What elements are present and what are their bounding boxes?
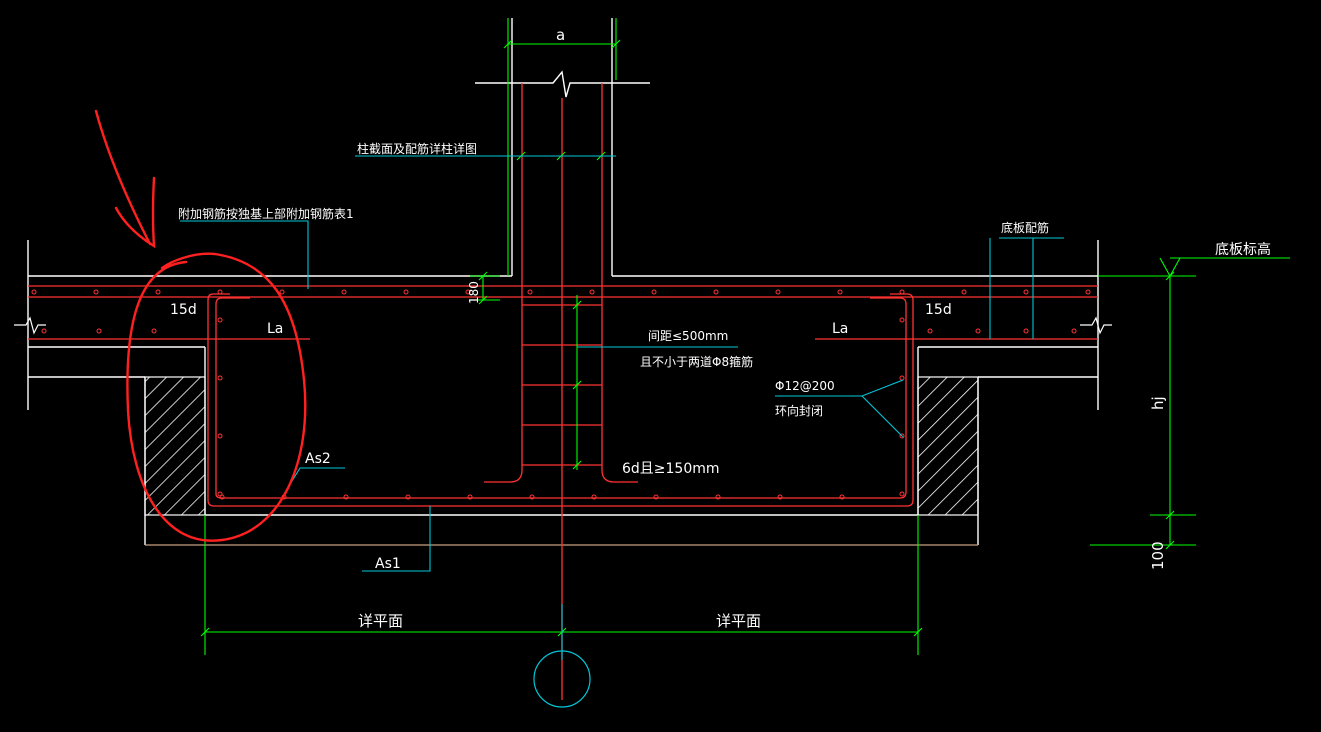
dim-6d-label: 6d且≥150mm bbox=[622, 461, 720, 477]
dim-180-label: 180 bbox=[467, 281, 481, 304]
rebar-dot bbox=[591, 494, 597, 500]
rebar-dot bbox=[343, 494, 349, 500]
slab-elevation-label: 底板标高 bbox=[1215, 241, 1271, 258]
rebar-dot bbox=[1023, 289, 1029, 295]
see-plan-right: 详平面 bbox=[716, 612, 761, 630]
extra-rebar-note: 附加钢筋按独基上部附加钢筋表1 bbox=[178, 206, 354, 221]
rebar-dot bbox=[837, 289, 843, 295]
rebar-dot bbox=[1071, 328, 1077, 334]
rebar-dot bbox=[899, 433, 905, 439]
rebar-dot bbox=[715, 494, 721, 500]
rebar-dot bbox=[96, 328, 102, 334]
stirrup-spacing-line2: 且不小于两道Φ8箍筋 bbox=[640, 354, 753, 369]
rebar-dot bbox=[217, 317, 223, 323]
rebar-dot bbox=[975, 328, 981, 334]
as1-label: As1 bbox=[375, 556, 401, 572]
rebar-dot bbox=[899, 289, 905, 295]
annotation-arrow-line bbox=[94, 109, 152, 246]
rebar-dot bbox=[467, 494, 473, 500]
la-left-label: La bbox=[267, 321, 283, 337]
rebar-dot bbox=[653, 494, 659, 500]
rebar-dot bbox=[279, 289, 285, 295]
rebar-dot bbox=[403, 289, 409, 295]
rebar-dot bbox=[341, 289, 347, 295]
rebar-dot bbox=[839, 494, 845, 500]
rebar-dot bbox=[899, 317, 905, 323]
rebar-dots bbox=[31, 289, 1091, 500]
annotation-arrow-head bbox=[114, 176, 156, 249]
rebar-dot bbox=[93, 289, 99, 295]
rebar-dot bbox=[219, 494, 225, 500]
la-right-label: La bbox=[832, 321, 848, 337]
column-note: 柱截面及配筋详柱详图 bbox=[357, 141, 477, 156]
as2-label: As2 bbox=[305, 451, 331, 467]
annotation-ellipse bbox=[126, 252, 307, 542]
rebar-dot bbox=[465, 289, 471, 295]
axis-bubble bbox=[533, 650, 591, 708]
break-symbols bbox=[14, 316, 1112, 335]
dimension-lines bbox=[204, 18, 1290, 655]
see-plan-left: 详平面 bbox=[358, 612, 403, 630]
rebar-dot bbox=[899, 491, 905, 497]
rebar-lines bbox=[28, 83, 1098, 700]
rebar-dot bbox=[927, 328, 933, 334]
dim-100-label: 100 bbox=[1149, 541, 1167, 570]
rebar-dot bbox=[589, 289, 595, 295]
rebar-dot bbox=[217, 433, 223, 439]
hatch-right bbox=[917, 376, 979, 516]
anchor-15d-right: 15d bbox=[925, 302, 952, 318]
rebar-dot bbox=[1085, 289, 1091, 295]
rebar-dot bbox=[529, 494, 535, 500]
slab-rebar-label: 底板配筋 bbox=[1001, 220, 1049, 235]
rebar-dot bbox=[1023, 328, 1029, 334]
rebar-dot bbox=[775, 289, 781, 295]
dim-a-label: a bbox=[556, 26, 565, 44]
rebar-dot bbox=[31, 289, 37, 295]
rebar-dot bbox=[41, 328, 47, 334]
rebar-dot bbox=[777, 494, 783, 500]
rebar-dot bbox=[155, 289, 161, 295]
rebar-dot bbox=[961, 289, 967, 295]
dimension-ticks bbox=[200, 39, 1175, 637]
rebar-dot bbox=[713, 289, 719, 295]
red-annotation bbox=[94, 109, 307, 542]
rebar-dot bbox=[217, 375, 223, 381]
ring-bar-line1: Φ12@200 bbox=[775, 379, 835, 393]
stirrup-spacing-line1: 间距≤500mm bbox=[648, 329, 728, 343]
ring-bar-line2: 环向封闭 bbox=[775, 403, 823, 418]
rebar-dot bbox=[651, 289, 657, 295]
rebar-dot bbox=[899, 375, 905, 381]
anchor-15d-left: 15d bbox=[170, 302, 197, 318]
rebar-dot bbox=[151, 328, 157, 334]
rebar-dot bbox=[405, 494, 411, 500]
rebar-dot bbox=[217, 289, 223, 295]
rebar-dot bbox=[527, 289, 533, 295]
dim-hj-label: hj bbox=[1149, 396, 1167, 410]
hatch-left bbox=[144, 376, 206, 516]
